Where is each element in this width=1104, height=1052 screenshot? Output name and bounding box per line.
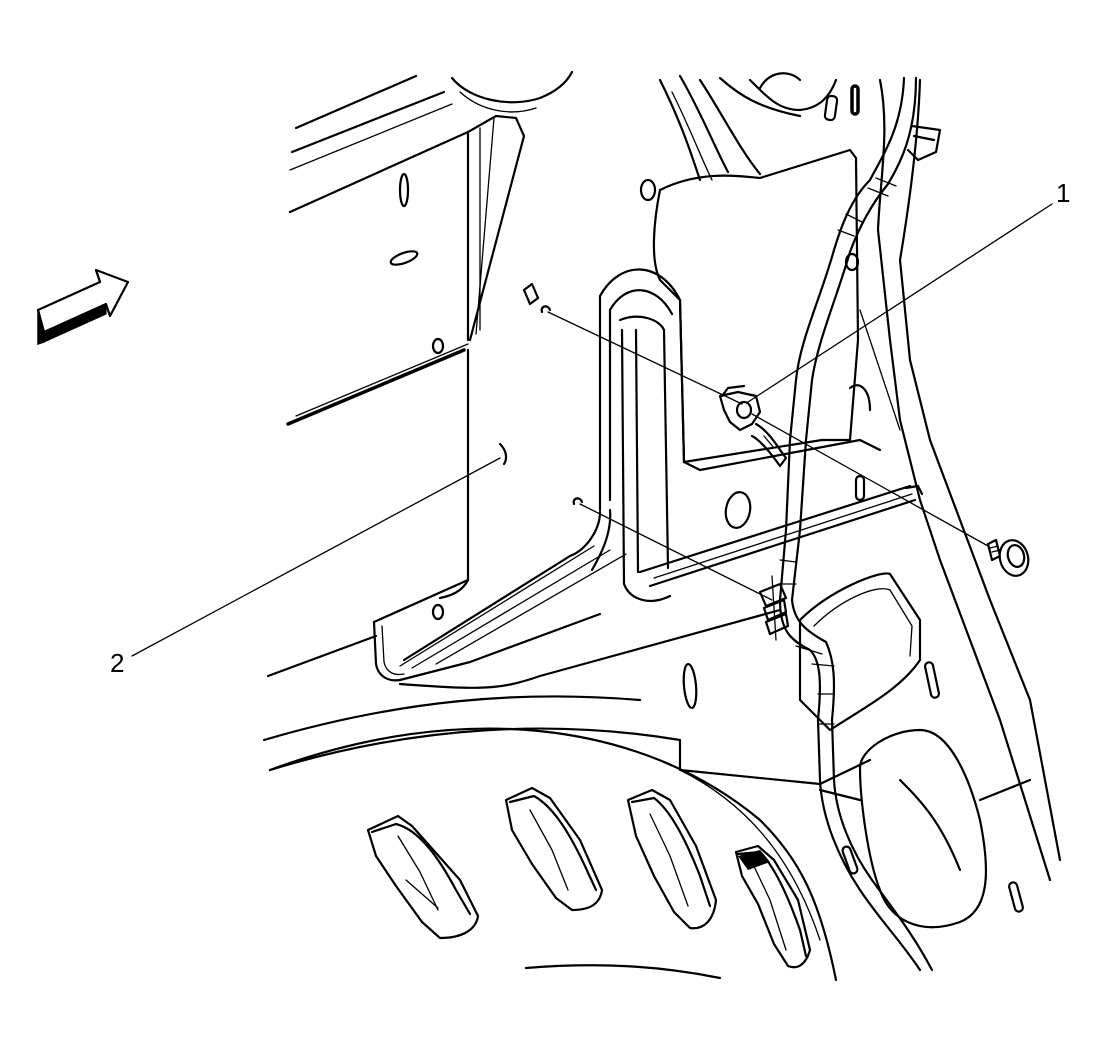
bracket-icon: [718, 384, 788, 468]
callout-1-label: 1: [1056, 178, 1070, 208]
harness-clip: [758, 575, 790, 641]
wiring-harness: [778, 76, 942, 972]
leader-lines: [131, 203, 1053, 657]
side-trim-panel: [266, 70, 627, 682]
forward-arrow-icon: [36, 268, 130, 346]
body-pillar-structure: [262, 72, 1062, 929]
floor-vents: [268, 727, 838, 982]
bolt-icon: [986, 538, 1030, 577]
callout-2-label: 2: [110, 648, 124, 678]
